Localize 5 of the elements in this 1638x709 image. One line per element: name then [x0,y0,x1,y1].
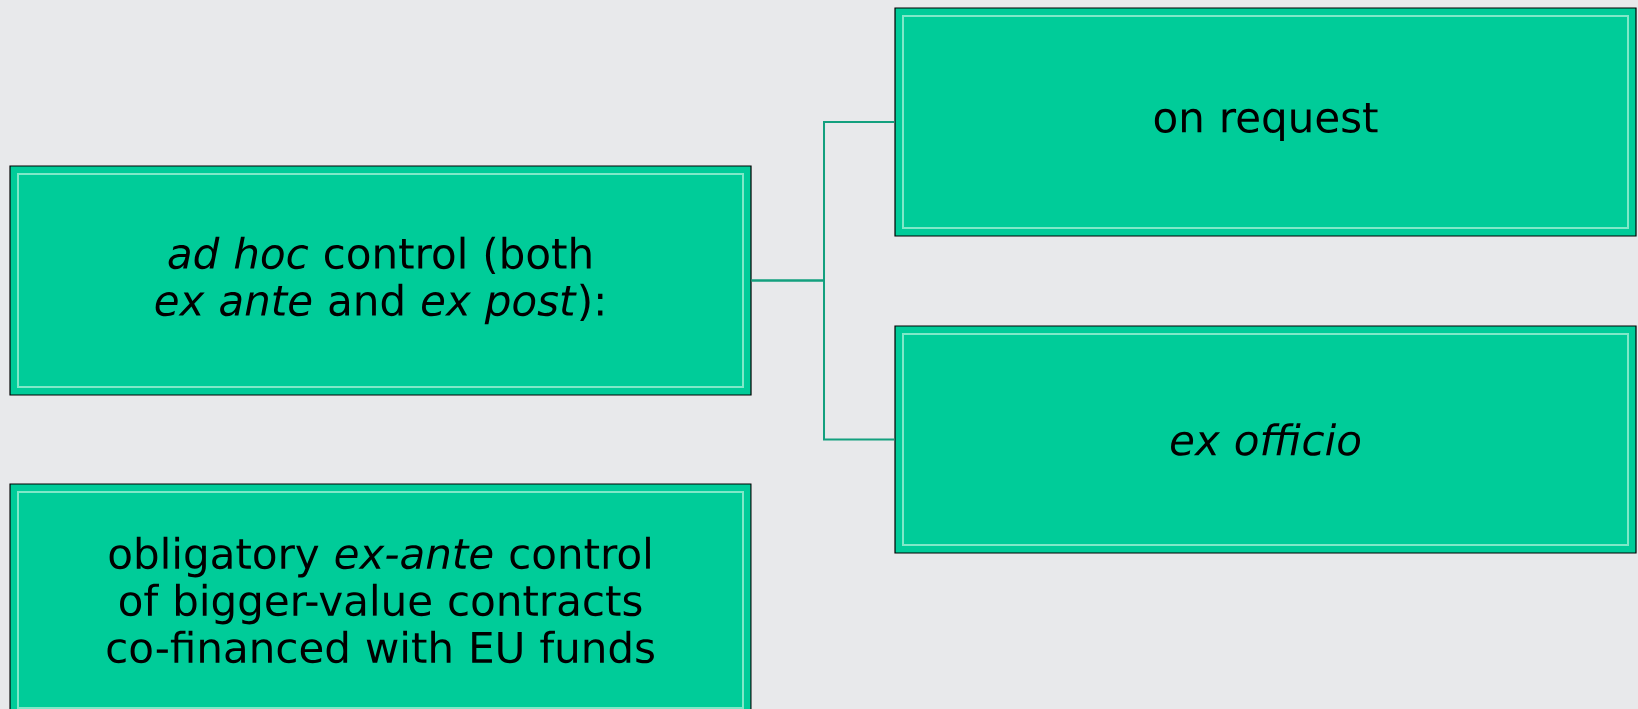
process-box: ex officio [894,325,1637,554]
process-box: ad hoc control (both ex ante and ex post): [9,165,752,396]
connector-line [750,279,896,441]
process-box: on request [894,7,1637,237]
process-box: obligatory ex-ante control of bigger-value contracts co-financed with EU funds [9,483,752,709]
